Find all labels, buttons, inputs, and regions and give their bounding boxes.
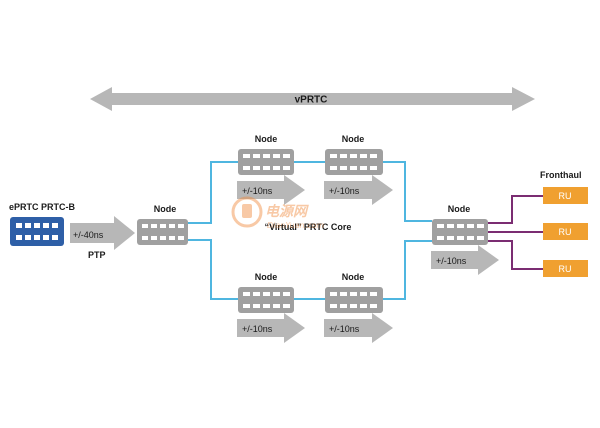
ptp-arrow: [70, 216, 135, 250]
ru-box-2: [543, 223, 588, 240]
node-top-left-label: Node: [255, 134, 278, 144]
node-ingress: [137, 219, 188, 245]
accuracy-arrow-bottom-left: [237, 313, 305, 343]
watermark-text: 电源网: [265, 203, 309, 220]
ru-label-2: RU: [559, 227, 572, 237]
node-egress: [432, 219, 488, 245]
core-links: [188, 161, 432, 300]
accuracy-bottom-left: +/-10ns: [242, 324, 273, 334]
ptp-accuracy: +/-40ns: [73, 230, 104, 240]
node-ingress-label: Node: [154, 204, 177, 214]
ru-box-3: [543, 260, 588, 277]
core-label: “Virtual” PRTC Core: [265, 222, 352, 232]
node-bottom-left-label: Node: [255, 272, 278, 282]
link-top-egress: [383, 161, 432, 222]
banner-label: vPRTC: [295, 95, 328, 106]
ru-label-3: RU: [559, 264, 572, 274]
ru-label-1: RU: [559, 191, 572, 201]
link-bottom-egress: [383, 240, 432, 300]
accuracy-arrow-top-right: [324, 175, 393, 205]
accuracy-top-right: +/-10ns: [329, 186, 360, 196]
vprtc-banner-arrow: [90, 87, 535, 111]
ru-box-1: [543, 187, 588, 204]
link-ingress-bottom: [188, 239, 238, 300]
accuracy-arrow-top-left: [237, 175, 305, 205]
node-bottom-right-label: Node: [342, 272, 365, 282]
fronthaul-links: [488, 195, 543, 270]
eprtc-label: ePRTC PRTC-B: [9, 202, 76, 212]
accuracy-arrow-bottom-right: [324, 313, 393, 343]
node-egress-label: Node: [448, 204, 471, 214]
watermark-logo-icon: [231, 196, 263, 228]
fronthaul-label: Fronthaul: [540, 170, 582, 180]
node-bottom-left: [238, 287, 294, 313]
node-top-right-label: Node: [342, 134, 365, 144]
accuracy-bottom-right: +/-10ns: [329, 324, 360, 334]
link-ru-1: [488, 195, 543, 224]
eprtc-device: [10, 217, 64, 246]
accuracy-arrow-egress: [431, 245, 499, 275]
watermark-subtext: DianYuan.com: [267, 221, 324, 230]
node-top-right: [325, 149, 383, 175]
watermark: 电源网 DianYuan.com: [231, 196, 324, 230]
ptp-label: PTP: [88, 250, 106, 260]
accuracy-egress: +/-10ns: [436, 256, 467, 266]
node-bottom-right: [325, 287, 383, 313]
node-top-left: [238, 149, 294, 175]
link-ru-3: [488, 240, 543, 270]
accuracy-top-left: +/-10ns: [242, 186, 273, 196]
link-ingress-top: [188, 161, 238, 224]
